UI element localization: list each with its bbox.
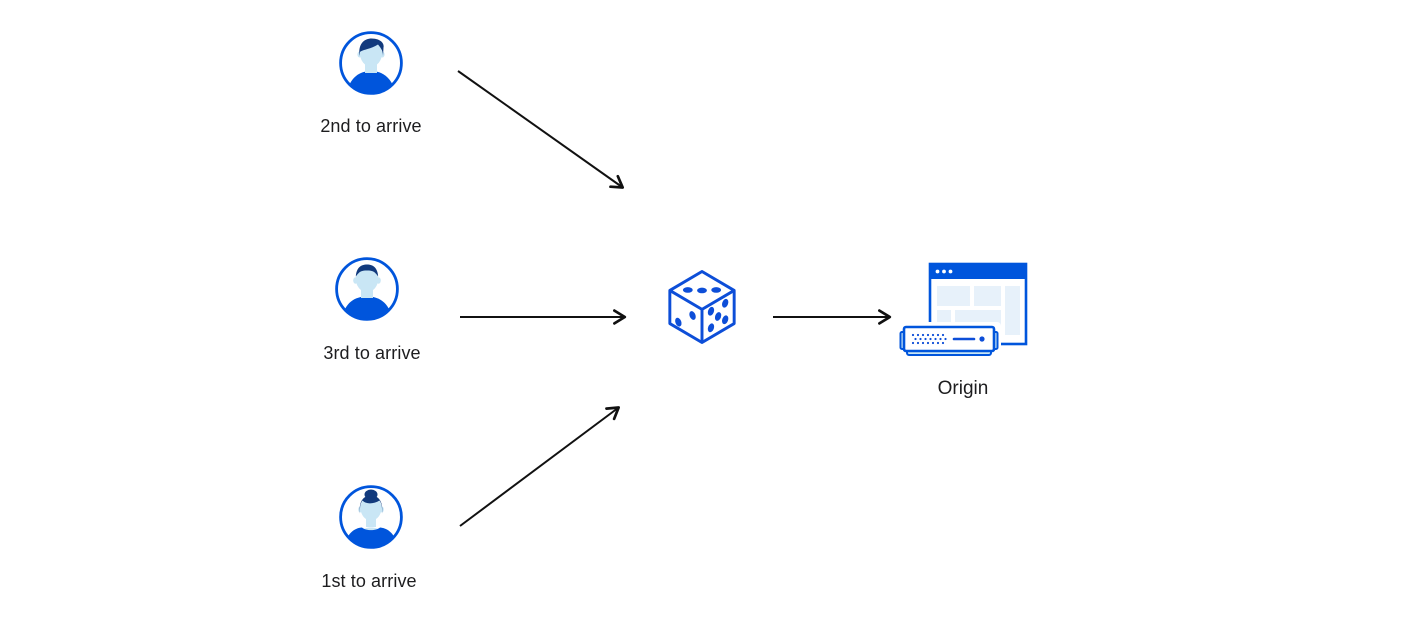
- origin-server-browser-icon: [898, 262, 1028, 359]
- node-label-user-first: 1st to arrive: [321, 571, 417, 591]
- node-user-third: 3rd to arrive: [323, 256, 421, 363]
- man-quiff-avatar-icon: [339, 31, 403, 95]
- dice-icon: [668, 270, 736, 344]
- man-short-hair-avatar-icon: [335, 257, 399, 321]
- node-label-user-second: 2nd to arrive: [320, 116, 422, 136]
- node-label-origin: Origin: [937, 378, 989, 399]
- node-origin: Origin: [897, 261, 1029, 399]
- node-label-user-third: 3rd to arrive: [323, 343, 421, 363]
- node-user-second: 2nd to arrive: [320, 30, 422, 136]
- arrow-first-to-picker: [459, 406, 621, 527]
- woman-bun-avatar-icon: [339, 485, 403, 549]
- node-user-first: 1st to arrive: [321, 484, 417, 591]
- node-random-picker: [667, 267, 737, 347]
- arrow-second-to-picker: [457, 70, 625, 189]
